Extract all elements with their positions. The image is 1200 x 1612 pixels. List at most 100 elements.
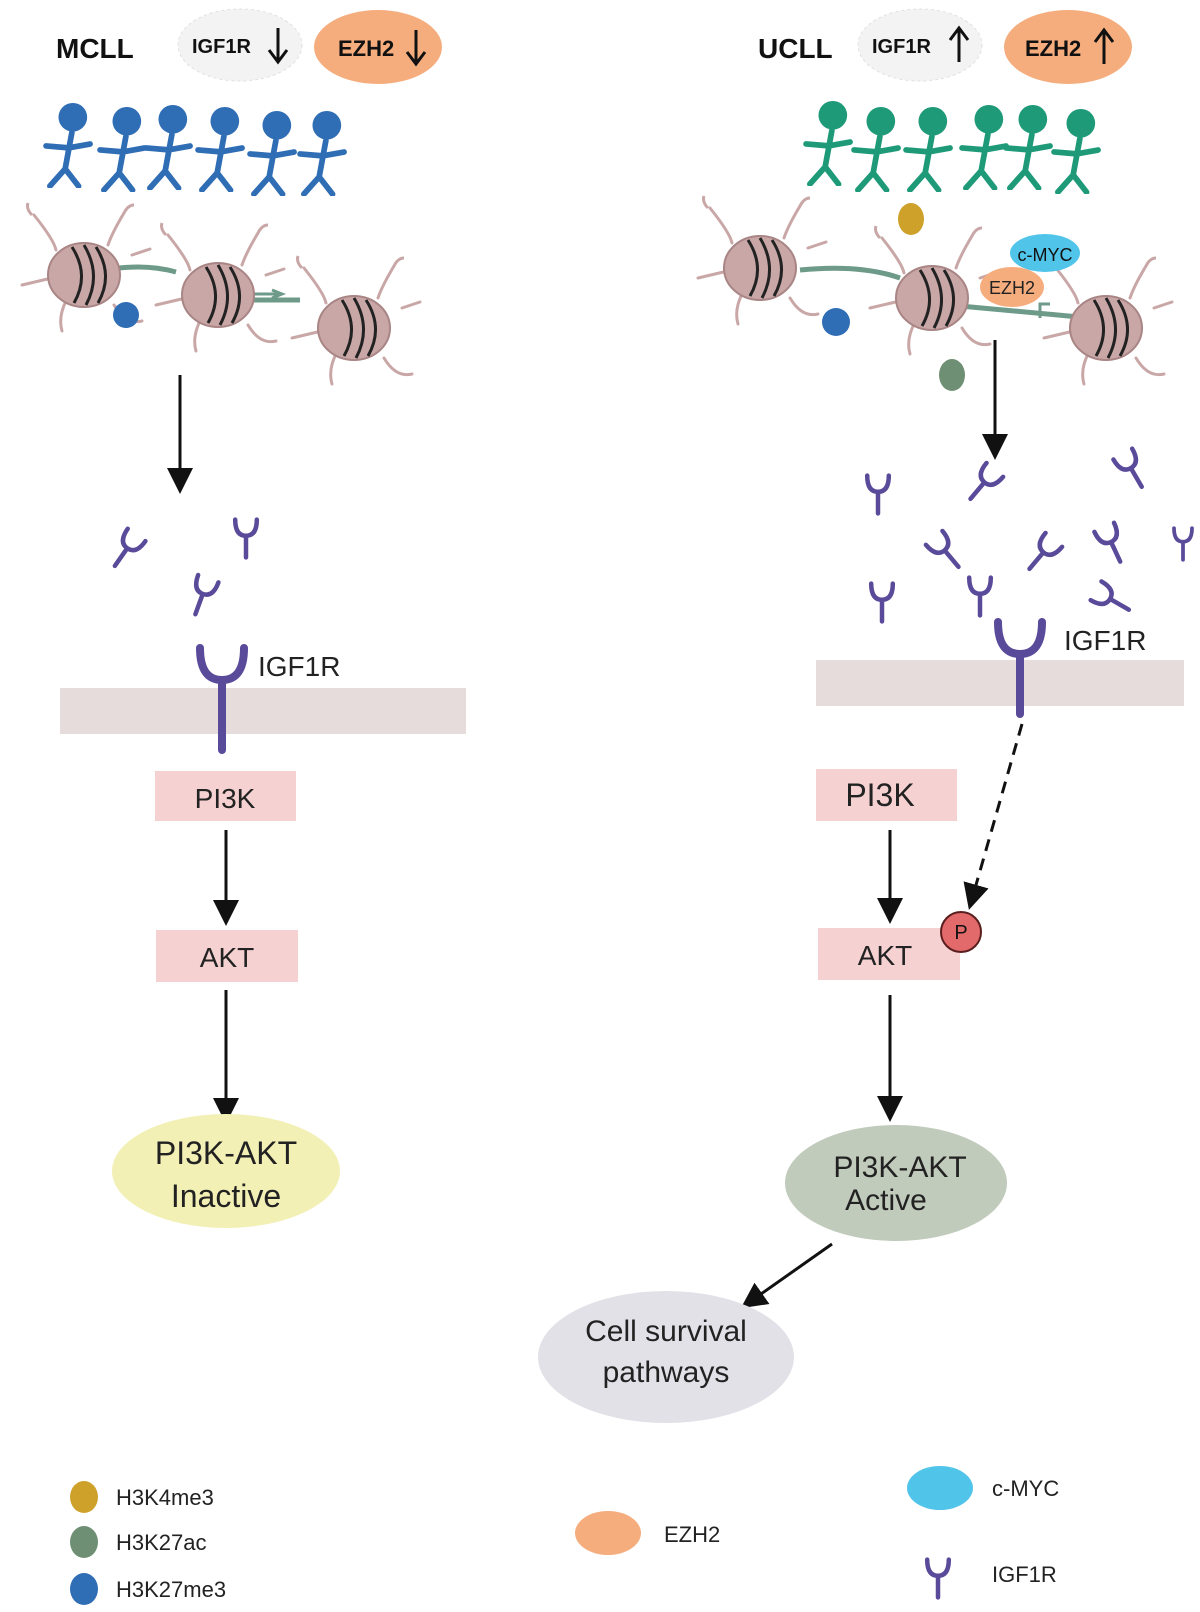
ucll-result-to-survival-arrow <box>740 1242 833 1309</box>
phospho-mark: P <box>940 911 982 953</box>
mcll-receptor-label: IGF1R <box>258 651 340 682</box>
legend-item-igf1r: IGF1R <box>927 1560 1057 1598</box>
up-arrow-icon <box>948 25 970 62</box>
cll-cell-icon <box>300 111 344 194</box>
ucll-result-ellipse: PI3K-AKT Active <box>785 1125 1007 1241</box>
nucleosome-icon <box>290 254 422 386</box>
ucll-title: UCLL <box>758 33 833 64</box>
cll-cell-icon <box>854 107 898 190</box>
ezh2-swatch <box>575 1511 641 1555</box>
ucll-pi3k-box: PI3K <box>816 769 957 821</box>
mcll-pi3k-box: PI3K <box>155 771 296 821</box>
igf1r-icon <box>235 520 257 558</box>
legend-cmyc-label: c-MYC <box>992 1476 1059 1501</box>
cll-cell-icon <box>198 107 242 190</box>
down-arrow-icon <box>405 30 427 67</box>
h3k27ac-mark <box>939 359 965 391</box>
igf1r-icon <box>867 476 889 514</box>
nucleosome-icon <box>868 224 1000 356</box>
cmyc-bound-label: c-MYC <box>1018 245 1073 265</box>
nucleosome-icon <box>154 221 286 353</box>
ucll-ezh2-badge-label: EZH2 <box>1025 36 1081 61</box>
mcll-result-line1: PI3K-AKT <box>155 1135 297 1171</box>
mcll-igf1r-badge: IGF1R <box>177 8 303 82</box>
igf1r-icon <box>1021 533 1062 576</box>
igf1r-icon <box>969 578 991 616</box>
ucll-result-line1: PI3K-AKT <box>833 1151 966 1184</box>
legend-item-cmyc: c-MYC <box>907 1466 1059 1510</box>
h3k27ac-swatch <box>70 1526 98 1558</box>
mcll-result-ellipse: PI3K-AKT Inactive <box>112 1114 340 1228</box>
h3k4me3-swatch <box>70 1481 98 1513</box>
legend-h3k4me3-label: H3K4me3 <box>116 1485 214 1510</box>
cmyc-swatch <box>907 1466 973 1510</box>
mcll-result-line2: Inactive <box>171 1178 281 1214</box>
ucll-receptor-label: IGF1R <box>1064 625 1146 656</box>
mcll-title: MCLL <box>56 33 134 64</box>
legend-item-h3k4me3: H3K4me3 <box>70 1481 214 1513</box>
up-arrow-icon <box>1093 27 1115 64</box>
mcll-pi3k-label: PI3K <box>195 783 256 814</box>
cell-survival-ellipse: Cell survival pathways <box>538 1291 794 1423</box>
mcll-igf1r-badge-label: IGF1R <box>192 36 251 58</box>
cll-cell-icon <box>100 107 144 190</box>
igf1r-icon <box>1091 581 1135 619</box>
survival-line1: Cell survival <box>585 1315 747 1348</box>
legend-h3k27me3-label: H3K27me3 <box>116 1577 226 1602</box>
ucll-membrane: IGF1R <box>816 618 1184 718</box>
igf1r-icon <box>962 463 1003 506</box>
h3k27me3-mark <box>822 308 850 336</box>
legend-item-h3k27me3: H3K27me3 <box>70 1573 226 1605</box>
igf1r-icon <box>1094 523 1130 566</box>
cll-cell-icon <box>906 107 950 190</box>
cmyc-bound: c-MYC <box>1010 234 1080 272</box>
legend-item-h3k27ac: H3K27ac <box>70 1526 207 1558</box>
h3k4me3-mark <box>898 203 924 235</box>
legend: H3K4me3 H3K27ac H3K27me3 EZH2 c-MYC IGF1… <box>70 1466 1059 1605</box>
igf1r-membrane-receptor-icon <box>196 644 248 754</box>
nucleosome-icon <box>1042 254 1174 386</box>
igf1r-icon <box>1172 526 1194 562</box>
igf1r-icon <box>926 531 967 574</box>
igf1r-icon <box>185 575 218 618</box>
ezh2-bound-label: EZH2 <box>989 278 1035 298</box>
mcll-membrane: IGF1R <box>60 644 466 754</box>
ucll-cell-population <box>806 101 1098 192</box>
igf1r-icon <box>871 584 893 622</box>
mcll-free-receptors <box>106 520 257 618</box>
cll-cell-icon <box>46 103 90 186</box>
ucll-igf1r-badge-label: IGF1R <box>872 36 931 58</box>
mcll-cell-population <box>46 103 344 194</box>
ezh2-bound: EZH2 <box>980 267 1044 307</box>
igf1r-membrane-receptor-icon <box>994 618 1046 718</box>
mcll-ezh2-badge: EZH2 <box>314 10 442 84</box>
legend-item-ezh2: EZH2 <box>575 1511 720 1555</box>
ucll-receptor-to-akt-dashed-arrow <box>963 723 1024 910</box>
ucll-result-line2: Active <box>845 1184 927 1217</box>
legend-ezh2-label: EZH2 <box>664 1522 720 1547</box>
cll-cell-icon <box>806 101 850 184</box>
phospho-label: P <box>954 922 967 944</box>
legend-igf1r-label: IGF1R <box>992 1562 1057 1587</box>
cll-cell-icon <box>1054 109 1098 192</box>
ucll-pi3k-label: PI3K <box>845 777 914 813</box>
legend-h3k27ac-label: H3K27ac <box>116 1530 207 1555</box>
h3k27me3-swatch <box>70 1573 98 1605</box>
igf1r-swatch-icon <box>927 1560 949 1598</box>
cll-cell-icon <box>962 105 1006 188</box>
cll-cell-icon <box>250 111 294 194</box>
igf1r-icon <box>1113 449 1151 493</box>
mcll-akt-box: AKT <box>156 930 298 982</box>
mcll-ezh2-badge-label: EZH2 <box>338 36 394 61</box>
ucll-igf1r-badge: IGF1R <box>857 8 983 82</box>
nucleosome-icon <box>696 194 828 326</box>
ucll-chromatin: c-MYC EZH2 <box>696 194 1174 391</box>
ucll-ezh2-badge: EZH2 <box>1004 10 1132 84</box>
mcll-chromatin <box>20 201 422 386</box>
cll-cell-icon <box>1006 105 1050 188</box>
ucll-akt-label: AKT <box>858 940 912 971</box>
igf1r-icon <box>106 529 145 572</box>
ucll-akt-box: AKT <box>818 928 960 980</box>
ucll-free-receptors <box>867 449 1194 622</box>
